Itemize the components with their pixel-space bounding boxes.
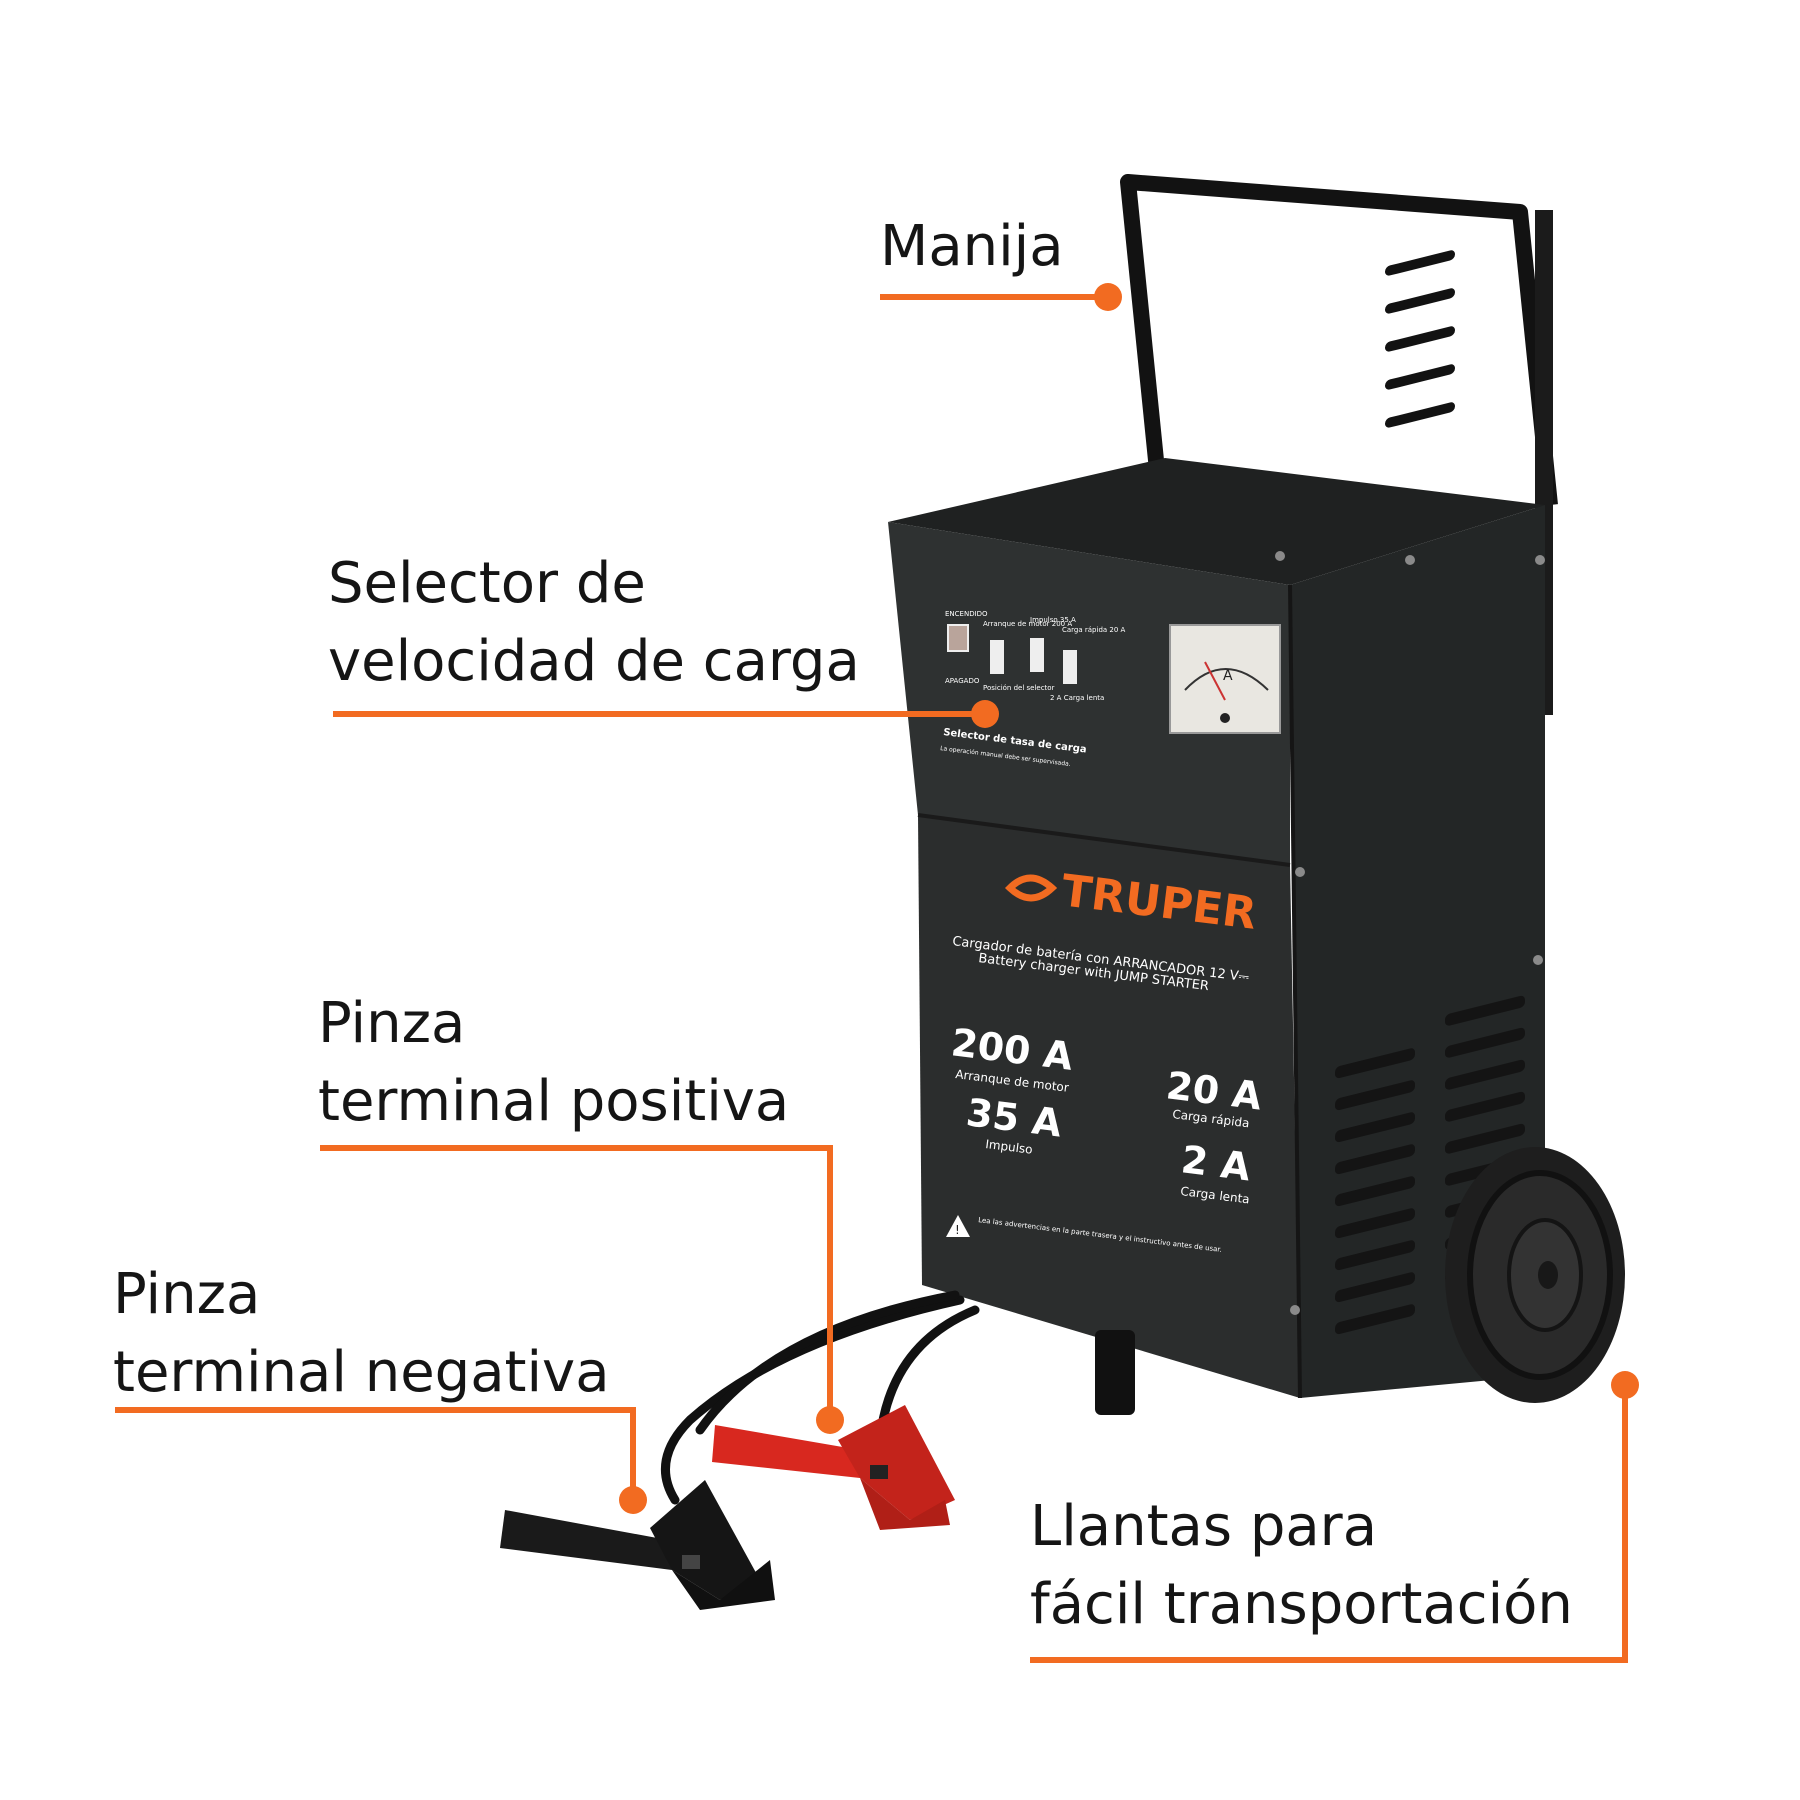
leader-lines bbox=[115, 294, 1628, 1663]
callout-selector: Selector de velocidad de carga bbox=[328, 545, 860, 701]
callout-negative-clamp: Pinza terminal negativa bbox=[113, 1256, 610, 1412]
callout-negative-line2: terminal negativa bbox=[113, 1340, 610, 1405]
leader-dots bbox=[619, 283, 1639, 1514]
callout-selector-line1: Selector de bbox=[328, 551, 646, 616]
selector-2-label: 2 A Carga lenta bbox=[1050, 694, 1104, 702]
selector-position-label: Posición del selector bbox=[983, 684, 1055, 692]
black-clamp bbox=[500, 1480, 775, 1610]
callout-positive-clamp: Pinza terminal positiva bbox=[318, 985, 789, 1141]
truper-logo-icon bbox=[1004, 874, 1058, 902]
callout-wheels-line2: fácil transportación bbox=[1030, 1572, 1573, 1637]
callout-selector-line2: velocidad de carga bbox=[328, 629, 860, 694]
charger-body bbox=[888, 250, 1545, 1415]
selector-200-label: Arranque de motor 200 A bbox=[983, 620, 1072, 628]
switch-on-label: ENCENDIDO bbox=[945, 610, 988, 618]
callout-wheels-line1: Llantas para bbox=[1030, 1494, 1378, 1559]
selector-20-label: Carga rápida 20 A bbox=[1062, 626, 1126, 634]
ammeter-unit: A bbox=[1223, 668, 1233, 684]
switch-off-label: APAGADO bbox=[945, 677, 980, 685]
callout-positive-line2: terminal positiva bbox=[318, 1069, 790, 1134]
rating-35-label: Impulso bbox=[985, 1137, 1034, 1157]
callout-negative-line1: Pinza bbox=[113, 1262, 261, 1327]
callout-handle: Manija bbox=[880, 208, 1064, 286]
callout-wheels: Llantas para fácil transportación bbox=[1030, 1488, 1573, 1644]
callout-handle-text: Manija bbox=[880, 214, 1064, 279]
selector-35-label: Impulso 35 A bbox=[1030, 616, 1076, 624]
svg-text:!: ! bbox=[955, 1223, 960, 1237]
callout-positive-line1: Pinza bbox=[318, 991, 466, 1056]
wheel bbox=[1445, 1147, 1625, 1403]
warning-icon: ! bbox=[946, 1215, 970, 1237]
rating-2: 2 A bbox=[1179, 1137, 1254, 1189]
red-clamp bbox=[712, 1405, 955, 1530]
ammeter: A bbox=[1169, 624, 1281, 734]
